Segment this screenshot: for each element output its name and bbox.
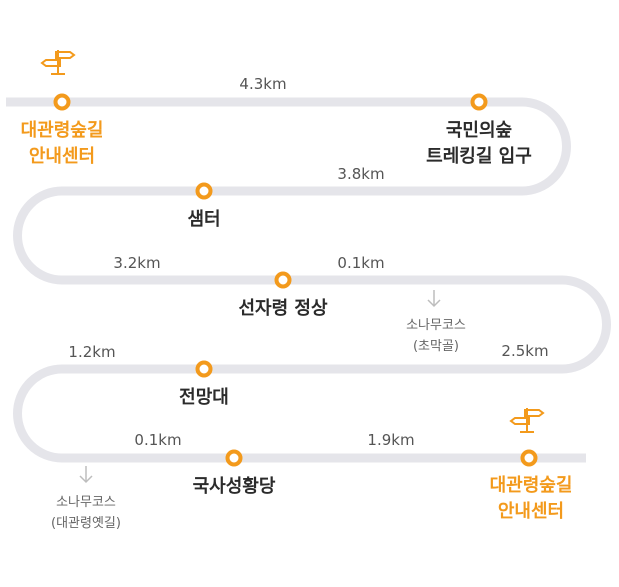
side-trail-label: 소나무코스 (초막골) (406, 315, 466, 357)
stop-label-observatory: 전망대 (179, 385, 229, 411)
start-point-label: 대관령숲길 안내센터 (21, 118, 104, 170)
stop-label-line1: 전망대 (179, 387, 229, 408)
distance-label: 3.2km (113, 254, 161, 272)
stop-label-line2: 트레킹길 입구 (426, 146, 532, 167)
signpost-icon (40, 50, 76, 75)
side-trail-line2: (대관령옛길) (51, 516, 121, 531)
signpost-icon (509, 408, 545, 433)
end-point-line1: 대관령숲길 (489, 475, 573, 496)
distance-label: 2.5km (501, 342, 549, 360)
side-trail-line2: (초막골) (412, 339, 460, 354)
stop-label-shrine: 국사성황당 (193, 474, 276, 500)
distance-label: 4.3km (239, 75, 287, 93)
side-trail-label: 소나무코스 (대관령옛길) (51, 492, 121, 534)
end-point-line2: 안내센터 (497, 501, 565, 522)
stop-marker (53, 93, 71, 111)
stop-label-summit: 선자령 정상 (238, 296, 327, 322)
distance-label: 0.1km (134, 431, 182, 449)
start-point-line1: 대관령숲길 (20, 120, 104, 141)
end-point-label: 대관령숲길 안내센터 (490, 473, 573, 525)
stop-label-spring: 샘터 (187, 207, 220, 233)
stop-label-line1: 국사성황당 (192, 476, 276, 497)
side-trail-line1: 소나무코스 (406, 318, 466, 333)
stop-label-national-forest: 국민의숲 트레킹길 입구 (426, 118, 532, 170)
distance-label: 1.9km (367, 431, 415, 449)
stop-markers (53, 93, 538, 467)
stop-marker (520, 449, 538, 467)
distance-label: 1.2km (68, 343, 116, 361)
distance-label: 0.1km (337, 254, 385, 272)
stop-label-line1: 선자령 정상 (238, 298, 328, 319)
stop-marker (195, 360, 213, 378)
down-arrow-icon (427, 290, 441, 308)
stop-marker (225, 449, 243, 467)
stop-label-line1: 국민의숲 (445, 120, 513, 141)
stop-marker (274, 271, 292, 289)
start-point-line2: 안내센터 (28, 146, 96, 167)
stop-marker (195, 182, 213, 200)
stop-marker (470, 93, 488, 111)
down-arrow-icon (79, 466, 93, 484)
route-line (6, 97, 611, 463)
stop-label-line1: 샘터 (187, 209, 221, 230)
distance-label: 3.8km (337, 165, 385, 183)
side-trail-line1: 소나무코스 (56, 495, 116, 510)
